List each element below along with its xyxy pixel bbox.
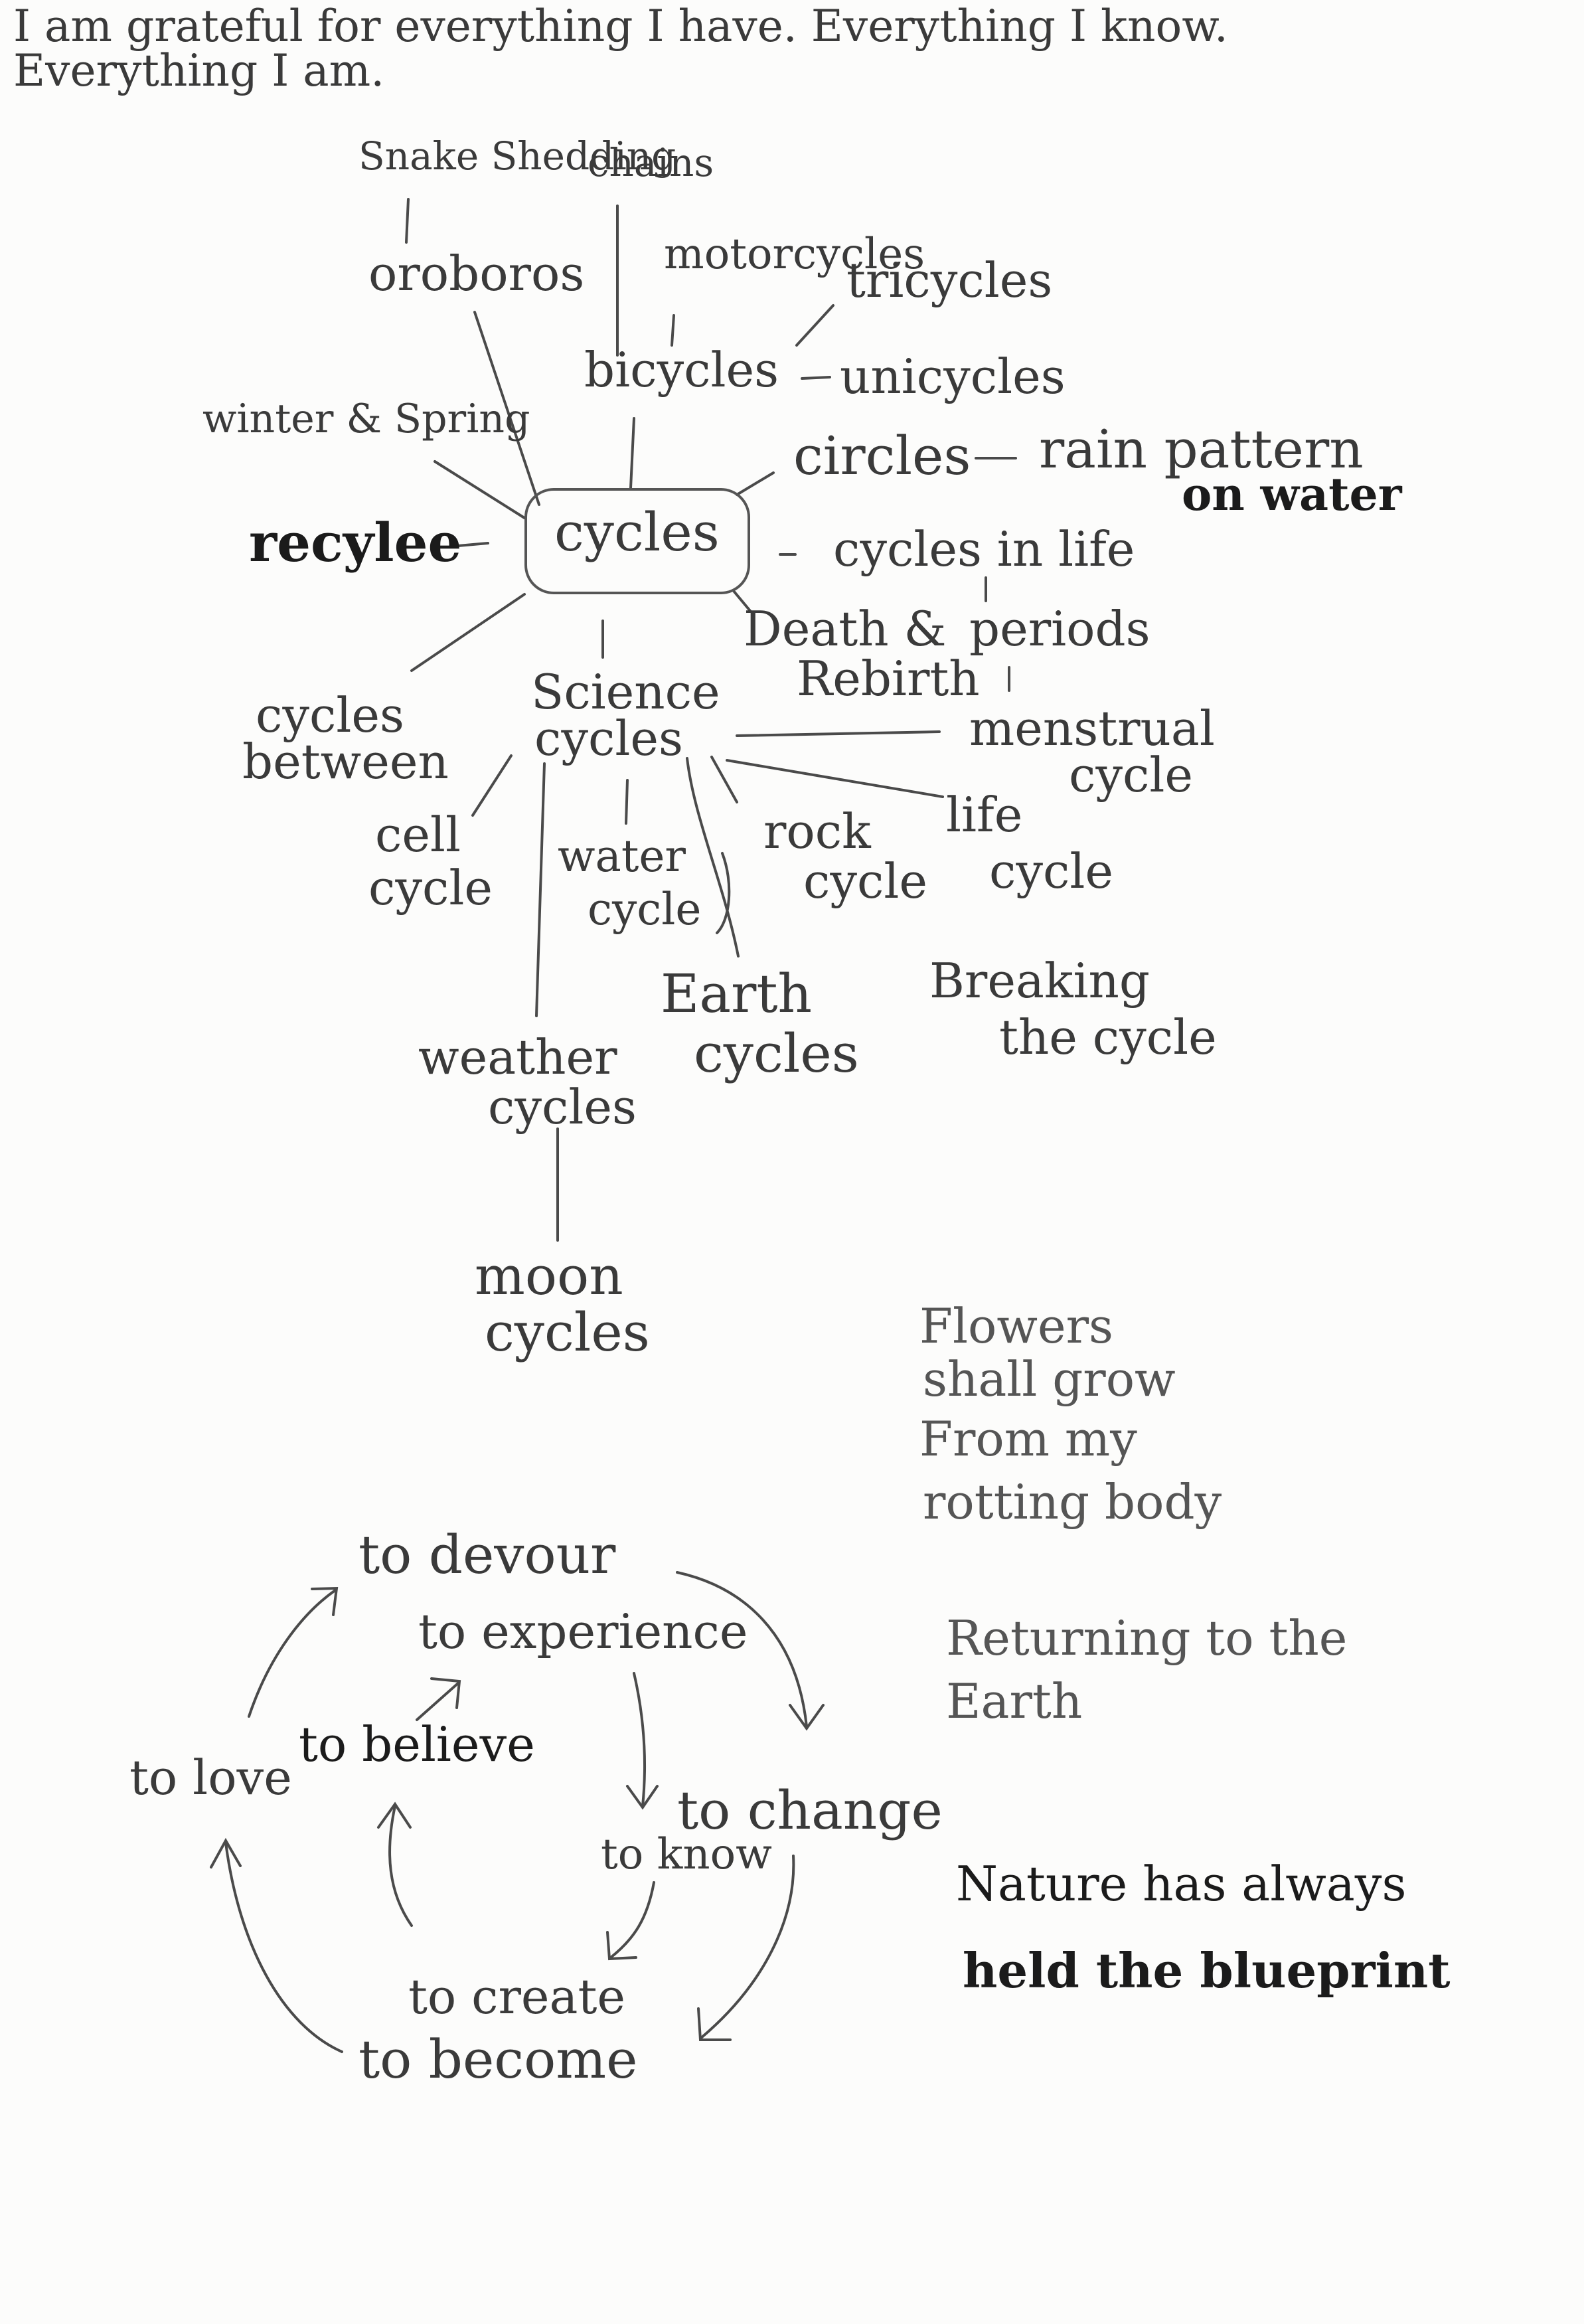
line-winter-center (434, 460, 526, 519)
node-earth-line-2: cycles (694, 1023, 859, 1084)
arrow-devour-change (676, 1571, 808, 1728)
loop-to-create: to create (408, 1969, 625, 2025)
line-science-weather (535, 762, 546, 1017)
node-recycle: recylee (249, 511, 462, 574)
loop-to-become: to become (358, 2029, 638, 2090)
node-unicycles: unicycles (840, 349, 1066, 404)
node-breaking-line-1: Breaking (929, 953, 1150, 1009)
node-menstrual-line-1: menstrual (969, 701, 1215, 756)
node-science-line-2: cycles (534, 710, 683, 766)
node-cell-line-1: cell (375, 807, 461, 863)
line-circles-center (736, 471, 775, 496)
node-death-rebirth-line-2: Rebirth (797, 651, 980, 706)
line-snake-oroboros (405, 198, 410, 244)
line-science-earth (686, 757, 740, 957)
line-science-menstrual (736, 730, 941, 737)
node-rock-line-2: cycle (803, 853, 927, 909)
node-tricycles: tricycles (846, 252, 1053, 308)
node-chains: chains (588, 140, 714, 185)
line-science-life (726, 759, 944, 798)
node-moon-line-2: cycles (485, 1301, 650, 1363)
arrow-know-create (609, 1881, 655, 1959)
note-flowers-line-2: shall grow (923, 1351, 1176, 1407)
note-nature-line-2: held the blueprint (963, 1942, 1451, 1999)
node-life-line-1: life (946, 787, 1023, 843)
center-node-cycles: cycles (554, 501, 720, 563)
line-science-rock (710, 756, 738, 803)
water-cycle-bracket (716, 852, 731, 934)
note-flowers-line-3: From my (919, 1411, 1137, 1467)
node-periods: periods (969, 601, 1150, 657)
arrow-become-love (224, 1841, 343, 2053)
node-death-rebirth-line-1: Death & (744, 601, 947, 657)
node-oroboros: oroboros (368, 246, 585, 301)
node-circles: circles (793, 425, 971, 487)
loop-to-change: to change (677, 1780, 943, 1841)
arrow-change-become (699, 1855, 795, 2040)
arrow-love-devour (248, 1589, 337, 1718)
node-moon-line-1: moon (475, 1245, 623, 1307)
node-water-line-2: cycle (588, 884, 702, 935)
line-recycle-center (457, 542, 489, 547)
node-science-line-1: Science (531, 664, 720, 720)
node-weather-line-2: cycles (488, 1079, 637, 1135)
arrowhead-experience-know (626, 1785, 659, 1810)
line-motor-bicycles (671, 314, 675, 347)
node-weather-line-1: weather (418, 1029, 617, 1085)
line-science-cell (471, 754, 513, 817)
node-water-line-1: water (558, 831, 686, 882)
line-bicycles-center (629, 417, 635, 489)
line-science-water (625, 779, 629, 825)
loop-to-know: to know (601, 1830, 772, 1879)
node-breaking-line-2: the cycle (999, 1009, 1217, 1065)
node-cell-line-2: cycle (368, 860, 493, 916)
arrowhead-devour-change (789, 1704, 825, 1731)
node-bicycles: bicycles (584, 342, 779, 398)
node-motorcycles: motorcycles (664, 230, 925, 279)
arrowhead-change-become (697, 2007, 732, 2041)
loop-to-experience: to experience (418, 1604, 748, 1659)
line-bicycles-unicycles (801, 376, 831, 380)
arrowhead-believe-experience (430, 1677, 461, 1709)
arrowhead-know-create (606, 1931, 637, 1961)
arrow-experience-know (633, 1672, 647, 1807)
line-center-death (732, 590, 752, 612)
node-cycles-in-life: cycles in life (833, 521, 1135, 577)
center-node-box (524, 488, 750, 594)
line-tricycles-bicycles (795, 304, 834, 347)
header-line-1: I am grateful for everything I have. Eve… (13, 1, 1228, 52)
note-nature-line-1: Nature has always (956, 1856, 1407, 1912)
line-oroboros-center (473, 311, 540, 506)
loop-to-devour: to devour (358, 1524, 616, 1586)
node-rock-line-1: rock (763, 803, 871, 859)
node-life-line-2: cycle (989, 843, 1113, 899)
arrowhead-love-devour (311, 1586, 339, 1616)
node-earth-line-1: Earth (661, 963, 813, 1025)
line-center-between (410, 593, 526, 672)
arrowhead-become-love (210, 1837, 242, 1868)
note-flowers-line-1: Flowers (919, 1298, 1113, 1354)
node-cycles-between-line-2: between (242, 734, 449, 789)
node-on-water: on water (1182, 468, 1402, 521)
node-snake-shedding: Snake Shedding (358, 133, 676, 179)
arrow-believe-experience (416, 1682, 459, 1721)
note-returning-line-1: Returning to the (946, 1610, 1348, 1666)
node-cycles-between-line-1: cycles (256, 687, 404, 743)
node-winter-spring: winter & Spring (202, 396, 530, 442)
arrow-create-believe (388, 1805, 413, 1927)
loop-to-love: to love (129, 1750, 292, 1805)
node-rain-pattern: rain pattern (1039, 418, 1364, 480)
note-flowers-line-4: rotting body (923, 1474, 1222, 1530)
header-line-2: Everything I am. (13, 45, 385, 96)
loop-to-believe: to believe (299, 1716, 535, 1772)
node-menstrual-line-2: cycle (1069, 747, 1193, 803)
note-returning-line-2: Earth (946, 1673, 1083, 1729)
arrowhead-create-believe (377, 1801, 412, 1829)
